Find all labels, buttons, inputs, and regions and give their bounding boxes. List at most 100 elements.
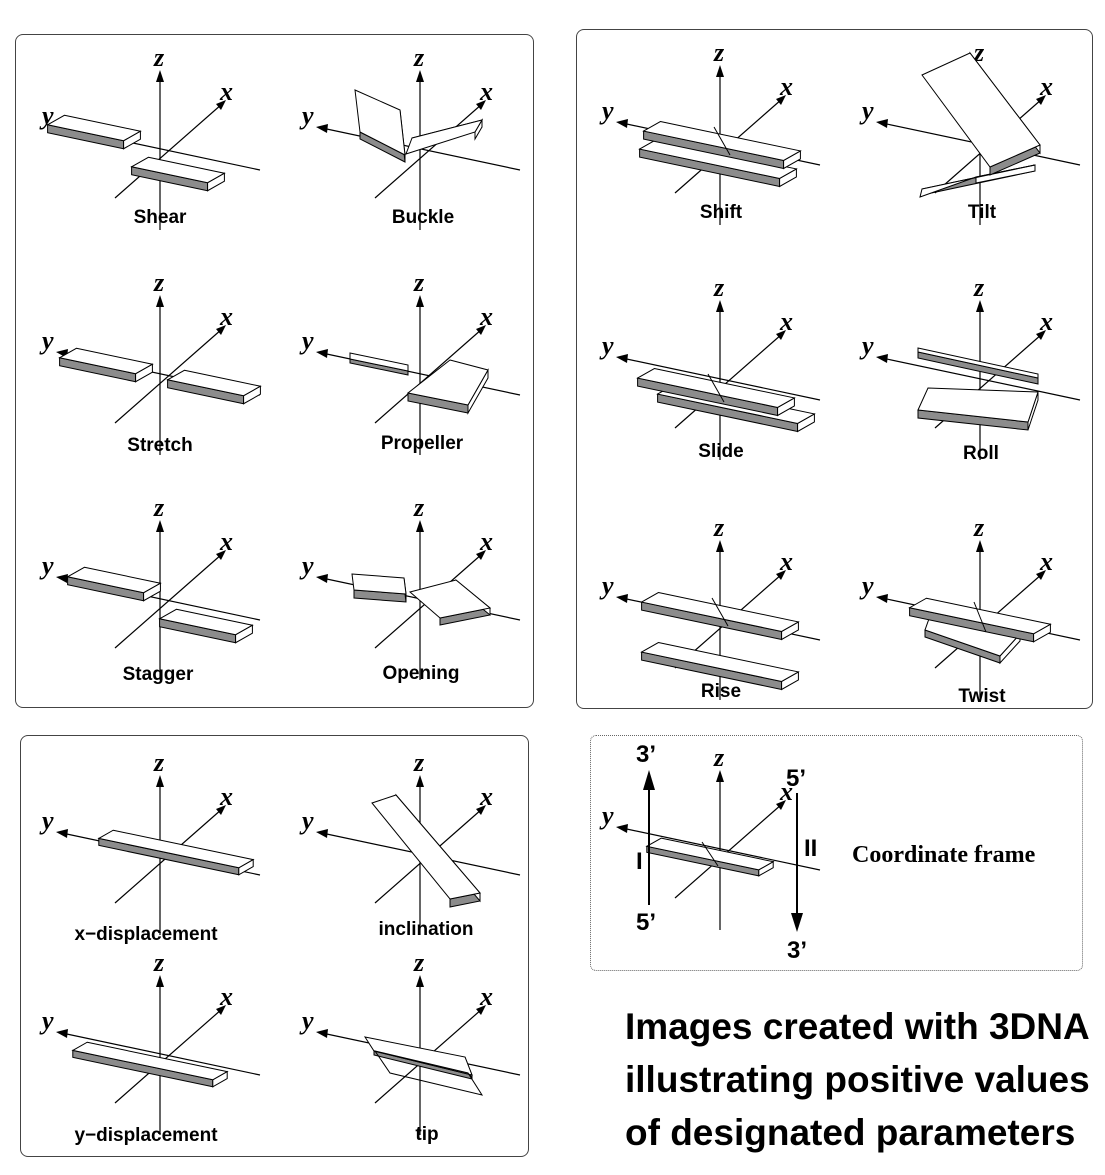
x-axis-arrowhead [476,805,486,815]
z-axis-label: z [153,948,165,977]
z-axis-arrowhead [716,770,724,782]
y-axis-line [621,357,821,401]
x-axis-label: x [779,307,793,336]
z-axis-label: z [413,268,425,297]
x-axis-label: x [1039,72,1053,101]
x-axis-label: x [1039,307,1053,336]
shear-label: Shear [133,207,187,228]
x-axis-label: x [219,982,233,1011]
x-axis-label: x [479,982,493,1011]
x-axis-arrowhead [476,1005,486,1015]
z-axis-arrowhead [716,300,724,312]
y-axis-label: y [599,571,614,600]
z-axis-arrowhead [156,70,164,82]
roll-diagram-lower-pair [917,387,1039,431]
tip-diagram-pair-outline [373,1050,484,1096]
tilt-diagram-upper-pair-top [921,52,1041,168]
z-axis-arrowhead [416,520,424,532]
slide-diagram: y x z [595,273,845,490]
y-axis-label: y [859,96,874,125]
strand-I-bottom-label: 5’ [636,909,657,936]
stretch-diagram-plate-right-top [166,369,262,397]
stagger-diagram-plate-right [158,608,254,644]
buckle-diagram-plate-left-top [354,89,406,156]
x-axis-label: x [479,782,493,811]
roll-diagram-upper-pair-front [917,351,1039,385]
shift-diagram-svg: yxz [599,38,821,225]
y-axis-arrowhead [56,574,68,583]
y-axis-label: y [299,806,314,835]
y-axis-arrowhead [616,594,628,603]
z-axis-arrowhead [156,520,164,532]
x-axis-label: x [779,72,793,101]
shear-diagram-svg: yxz [39,43,261,230]
y-axis-label: y [299,1006,314,1035]
z-axis-arrowhead [716,540,724,552]
x-axis-arrowhead [1036,570,1046,580]
inclination-diagram-svg: yxz [299,748,521,935]
propeller-diagram-plate-left-top [349,352,409,372]
y-displacement-diagram-pair-top [71,1041,229,1081]
z-axis-arrowhead [416,775,424,787]
stagger-diagram-svg: yxz [39,493,261,680]
z-axis-label: z [973,273,985,302]
x-axis-label: x [779,547,793,576]
y-axis-label: y [39,326,54,355]
x-axis-arrowhead [776,95,786,105]
shear-diagram-plate-left [46,114,142,150]
x-axis-arrowhead [216,325,226,335]
caption-line-3: of designated parameters [625,1112,1076,1153]
y-axis-line [881,357,1081,401]
opening-diagram-svg: yxz [299,493,521,680]
x-axis-line [674,333,783,429]
twist-label: Twist [958,686,1006,707]
y-axis-label: y [599,331,614,360]
y-displacement-label: y−displacement [74,1125,218,1146]
tilt-diagram-lower-pair [919,164,1036,198]
x-displacement-diagram-pair-top [97,829,255,869]
x-axis-arrowhead [216,805,226,815]
inclination-diagram-pair-top [371,794,481,900]
propeller-diagram-plate-right-top [406,359,489,406]
z-axis-label: z [153,268,165,297]
y-axis-label: y [599,96,614,125]
stretch-diagram-plate-right [166,369,262,405]
z-axis-arrowhead [156,295,164,307]
stretch-diagram-svg: yxz [39,268,262,455]
y-axis-arrowhead [876,354,888,363]
rise-diagram-lower-pair [640,642,800,691]
x-displacement-label: x−displacement [74,924,218,945]
tip-diagram-pair-top [363,1036,473,1080]
roll-diagram-upper-pair-top [917,347,1039,379]
x-axis-arrowhead [776,570,786,580]
x-axis-line [114,1008,223,1104]
propeller-diagram-svg: yxz [299,268,521,455]
roll-diagram-lower-pair-top [917,387,1039,423]
y-axis-label: y [859,571,874,600]
z-axis-label: z [713,743,725,772]
z-axis-arrowhead [976,300,984,312]
y-axis-label: y [39,806,54,835]
caption-line-2: illustrating positive values [625,1059,1090,1100]
tilt-diagram-svg: y x z [859,38,1081,225]
figure-caption: Images created with 3DNA illustrating po… [625,1000,1095,1159]
z-axis-label: z [973,38,985,67]
y-axis-arrowhead [316,1029,328,1038]
strand-II-name: II [804,835,818,862]
x-axis-label: x [219,77,233,106]
z-axis-label: z [153,748,165,777]
y-axis-arrowhead [316,829,328,838]
x-axis-label: x [779,777,793,806]
stretch-label: Stretch [127,435,193,456]
z-axis-label: z [713,273,725,302]
x-axis-line [114,103,223,199]
y-axis-label: y [599,801,614,830]
x-axis-label: x [479,527,493,556]
